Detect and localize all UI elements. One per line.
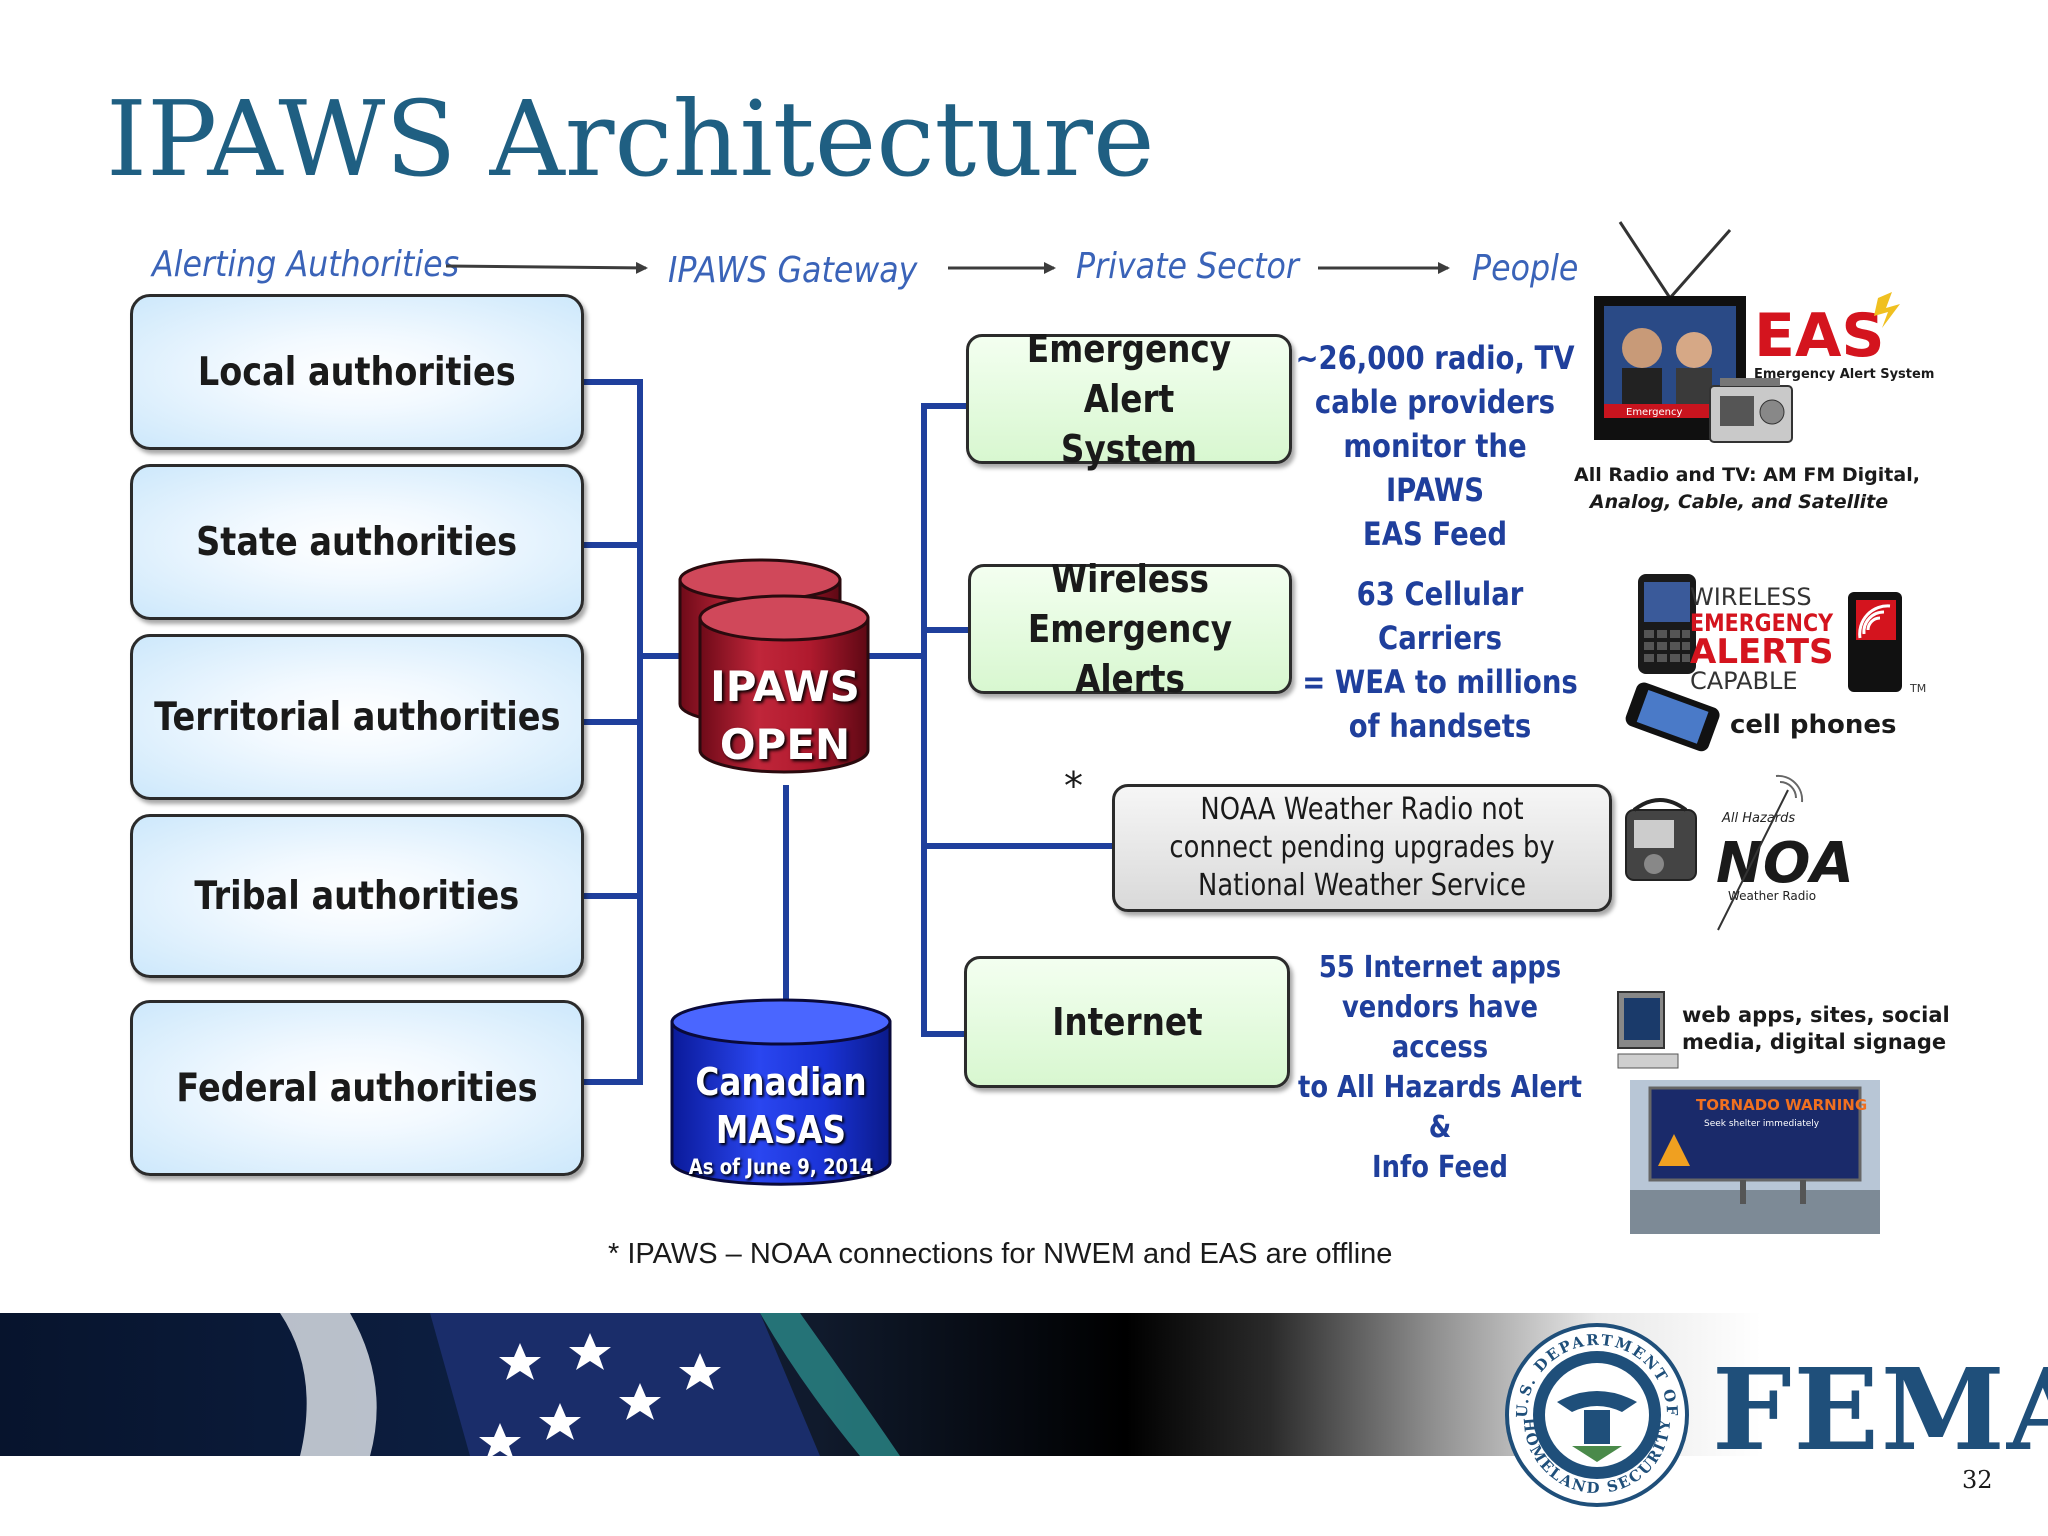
tv-caption: All Radio and TV: AM FM Digital, Analog,… (1574, 462, 1920, 516)
noaa-logo: All Hazards NOAA Weather Radio (1716, 774, 1850, 931)
web-caption-line1: web apps, sites, social (1682, 1003, 1950, 1027)
arrow-right-icon (445, 261, 1450, 274)
authority-territorial: Territorial authorities (130, 634, 584, 800)
header-ipaws-gateway: IPAWS Gateway (668, 250, 918, 291)
flag-decoration (280, 1313, 900, 1456)
slide-title: IPAWS Architecture (106, 78, 1155, 200)
authority-label: Tribal authorities (194, 873, 520, 919)
authority-label: Local authorities (198, 349, 516, 395)
wea-logo: WIRELESS EMERGENCY ALERTS CAPABLE (1690, 584, 1860, 694)
channel-label: Emergency Alert System (1026, 327, 1232, 471)
smartphone-icon (1625, 682, 1720, 752)
gateway-label-line1: IPAWS (710, 662, 860, 711)
database-icon (698, 594, 870, 774)
wea-logo-line4: CAPABLE (1690, 667, 1798, 695)
masas-database (670, 998, 892, 1186)
stat-internet: 55 Internet apps vendors have access to … (1297, 950, 1582, 1185)
channel-label: Internet (1051, 1000, 1203, 1044)
authority-tribal: Tribal authorities (130, 814, 584, 978)
wea-signal-icon (1848, 592, 1902, 692)
stat-wea: 63 Cellular Carriers = WEA to millions o… (1302, 575, 1578, 745)
wea-tm: TM (1910, 682, 1927, 695)
billboard-icon: TORNADO WARNING Seek shelter immediately (1630, 1080, 1880, 1234)
channel-label: Wireless Emergency Alerts (1027, 557, 1233, 701)
tv-caption-line2: Analog, Cable, and Satellite (1589, 491, 1889, 513)
noaa-asterisk: * (1064, 764, 1083, 808)
stat-eas: ~26,000 radio, TV cable providers monito… (1295, 339, 1575, 553)
ipaws-open-gateway (678, 558, 870, 774)
noaa-illustration: All Hazards NOAA Weather Radio (1625, 774, 1850, 931)
dhs-seal-icon: U.S. DEPARTMENT OF HOMELAND SECURITY (1505, 1323, 1689, 1507)
wea-logo-line1: WIRELESS (1690, 583, 1812, 611)
database-icon (670, 998, 892, 1186)
tv-screen-label: Emergency (1626, 407, 1682, 418)
authority-local: Local authorities (130, 294, 584, 450)
footnote: * IPAWS – NOAA connections for NWEM and … (608, 1238, 1393, 1270)
masas-label: Canadian MASAS As of June 9, 2014 (668, 1058, 894, 1180)
authority-federal: Federal authorities (130, 1000, 584, 1176)
page-number: 32 (1962, 1466, 1993, 1494)
wea-logo-line3: ALERTS (1690, 632, 1834, 672)
computer-icon (1617, 991, 1679, 1069)
gateway-label-line2: OPEN (719, 720, 851, 769)
masas-line2: MASAS (715, 1108, 847, 1152)
noaa-logo-sub: Weather Radio (1728, 889, 1816, 903)
eas-logo-subtext: Emergency Alert System (1754, 367, 1934, 382)
web-caption: web apps, sites, social media, digital s… (1682, 1002, 1950, 1056)
channel-wea: Wireless Emergency Alerts (968, 557, 1292, 701)
smartphone-icon (1638, 574, 1696, 674)
masas-date-note: As of June 9, 2014 (688, 1155, 874, 1179)
eas-logo: EAS Emergency Alert System (1754, 292, 1934, 382)
fema-wordmark: FEMA (1712, 1345, 2048, 1476)
weather-radio-icon (1625, 798, 1697, 881)
noaa-label: NOAA Weather Radio not connect pending u… (1169, 792, 1555, 903)
header-private-sector: Private Sector (1076, 246, 1299, 287)
noaa-logo-top: All Hazards (1721, 811, 1795, 826)
footer-banner (0, 1313, 2048, 1456)
billboard-sub: Seek shelter immediately (1704, 1119, 1820, 1129)
header-alerting-authorities: Alerting Authorities (152, 244, 460, 285)
masas-line1: Canadian (695, 1060, 867, 1104)
phones-illustration (1625, 574, 1720, 752)
channel-eas: Emergency Alert System (966, 327, 1292, 471)
wea-logo-line2: EMERGENCY (1690, 609, 1834, 637)
channel-noaa: NOAA Weather Radio not connect pending u… (1112, 784, 1612, 912)
authority-label: Federal authorities (176, 1065, 538, 1111)
authority-label: Territorial authorities (153, 694, 561, 740)
cell-phones-caption: cell phones (1730, 710, 1897, 740)
eas-logo-text: EAS (1754, 301, 1885, 371)
billboard-illustration: TORNADO WARNING Seek shelter immediately (1630, 1080, 1880, 1234)
channel-internet: Internet (964, 956, 1290, 1088)
tv-radio-illustration: Emergency EAS Emergency Alert System (1594, 221, 1934, 443)
authority-label: State authorities (196, 519, 518, 565)
computer-illustration (1617, 991, 1679, 1069)
web-caption-line2: media, digital signage (1682, 1030, 1947, 1054)
noaa-logo-text: NOAA (1716, 831, 1850, 896)
tv-caption-line1: All Radio and TV: AM FM Digital, (1574, 464, 1920, 486)
authority-state: State authorities (130, 464, 584, 620)
gateway-label: IPAWS OPEN (700, 658, 870, 774)
header-people: People (1472, 248, 1579, 289)
radio-icon (1709, 378, 1793, 443)
billboard-title: TORNADO WARNING (1696, 1096, 1867, 1114)
